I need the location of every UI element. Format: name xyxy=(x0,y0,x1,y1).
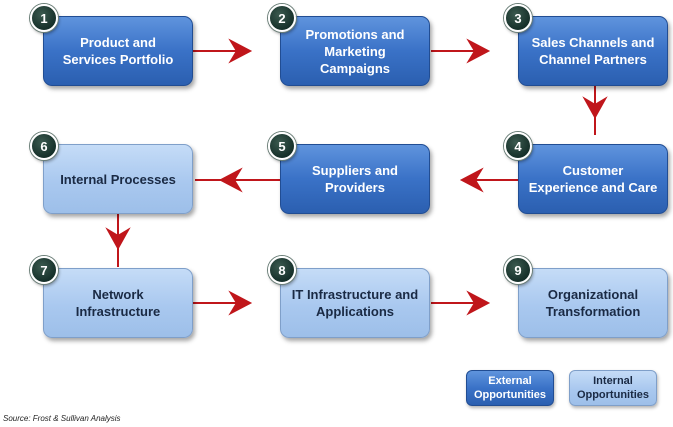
node-customer-experience: Customer Experience and Care xyxy=(518,144,668,214)
legend-internal-label: Internal Opportunities xyxy=(576,375,650,401)
step-badge-2: 2 xyxy=(268,4,296,32)
node-product-services-portfolio: Product and Services Portfolio xyxy=(43,16,193,86)
node-label: Product and Services Portfolio xyxy=(62,35,174,67)
legend-external: External Opportunities xyxy=(466,370,554,406)
step-badge-3: 3 xyxy=(504,4,532,32)
step-badge-5: 5 xyxy=(268,132,296,160)
arrow-4-to-5-head xyxy=(459,167,484,193)
step-badge-6: 6 xyxy=(30,132,58,160)
node-sales-channels: Sales Channels and Channel Partners xyxy=(518,16,668,86)
node-label: Suppliers and Providers xyxy=(312,163,398,195)
node-label: IT Infrastructure and Applications xyxy=(291,287,419,319)
arrow-8-to-9-head xyxy=(466,290,491,316)
node-organizational-transformation: Organizational Transformation xyxy=(518,268,668,338)
arrow-3-to-4-head xyxy=(582,96,608,120)
arrow-5-to-6-head xyxy=(218,167,243,193)
arrow-2-to-3-head xyxy=(466,38,491,64)
arrow-6-to-7-head xyxy=(105,227,131,251)
arrow-1-to-2-head xyxy=(228,38,253,64)
node-promotions-marketing: Promotions and Marketing Campaigns xyxy=(280,16,430,86)
node-suppliers-providers: Suppliers and Providers xyxy=(280,144,430,214)
node-label: Customer Experience and Care xyxy=(528,163,658,195)
step-badge-4: 4 xyxy=(504,132,532,160)
legend-external-label: External Opportunities xyxy=(473,375,547,401)
node-label: Internal Processes xyxy=(60,171,176,187)
arrow-7-to-8-head xyxy=(228,290,253,316)
node-internal-processes: Internal Processes xyxy=(43,144,193,214)
node-label: Sales Channels and Channel Partners xyxy=(531,35,655,67)
node-it-infrastructure: IT Infrastructure and Applications xyxy=(280,268,430,338)
legend-internal: Internal Opportunities xyxy=(569,370,657,406)
node-label: Organizational Transformation xyxy=(545,287,641,319)
step-badge-7: 7 xyxy=(30,256,58,284)
step-badge-9: 9 xyxy=(504,256,532,284)
step-badge-1: 1 xyxy=(30,4,58,32)
step-badge-8: 8 xyxy=(268,256,296,284)
node-label: Promotions and Marketing Campaigns xyxy=(305,26,405,76)
node-label: Network Infrastructure xyxy=(75,287,161,319)
node-network-infrastructure: Network Infrastructure xyxy=(43,268,193,338)
source-note: Source: Frost & Sullivan Analysis xyxy=(3,414,121,423)
